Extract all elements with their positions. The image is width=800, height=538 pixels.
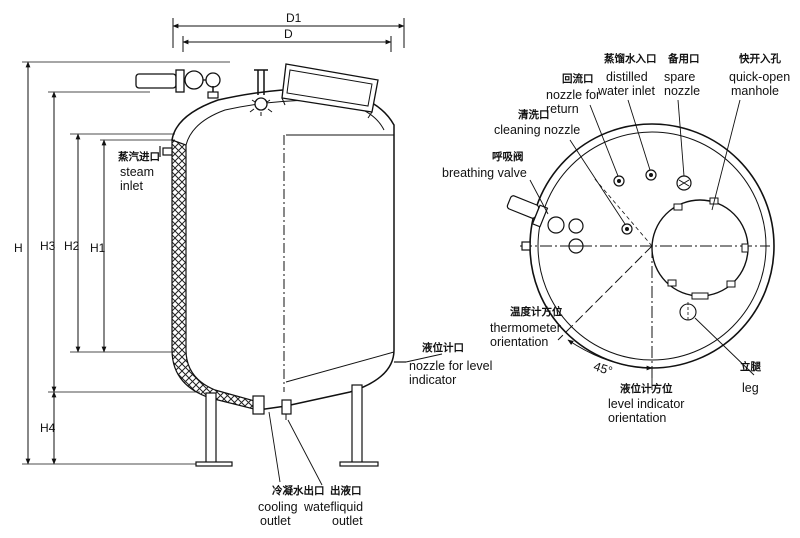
tank-shell [171, 88, 395, 411]
manhole-clamps [667, 197, 749, 300]
liquid-outlet-en-2: outlet [332, 514, 363, 528]
manhole-en-2: manhole [731, 84, 779, 98]
liquid-outlet-en-1: watefliquid [303, 500, 363, 514]
diameter-dimensions [172, 18, 405, 52]
dim-d-label: D [284, 27, 293, 41]
distilled-water-inlet [645, 169, 657, 181]
legs-side [195, 384, 379, 467]
distilled-cn: 蒸馏水入口 [604, 52, 657, 65]
steam-inlet-en-1: steam [120, 165, 154, 179]
thermometer-orientation-line [557, 245, 653, 341]
breathing-valve-side [135, 69, 221, 99]
spare-cn: 备用口 [667, 52, 700, 65]
level-orient-en-1: level indicator [608, 397, 684, 411]
bottom-outlets [252, 395, 292, 420]
cleaning-cn: 清洗口 [518, 108, 550, 121]
dim-h-label: H [14, 241, 23, 255]
breathing-cn: 呼吸阀 [492, 150, 524, 163]
steam-inlet-cn: 蒸汽进口 [118, 150, 160, 163]
top-view [506, 99, 775, 390]
thermo-en-1: thermometer [490, 321, 561, 335]
thermo-cn: 温度计方位 [510, 305, 563, 318]
cooling-outlet-en-2: outlet [260, 514, 291, 528]
spare-en-1: spare [664, 70, 695, 84]
insulation-jacket [171, 139, 259, 411]
level-nozzle-en-2: indicator [409, 373, 456, 387]
angle-arc [567, 339, 653, 371]
level-nozzle-en-1: nozzle for level [409, 359, 492, 373]
return-en-1: nozzle for [546, 88, 600, 102]
steam-inlet-en-2: inlet [120, 179, 143, 193]
side-view: D1 D H H3 H2 H1 H4 [14, 11, 443, 486]
return-nozzle [613, 175, 625, 187]
dim-h2-label: H2 [64, 239, 80, 253]
dim-h1-label: H1 [90, 241, 106, 255]
leg-en: leg [742, 381, 759, 395]
steam-inlet-nozzle [159, 146, 173, 157]
dim-h3-label: H3 [40, 239, 56, 253]
spray-ball-side [249, 69, 273, 116]
level-orient-en-2: orientation [608, 411, 666, 425]
manhole-side [281, 63, 379, 119]
height-dimensions [22, 61, 230, 465]
level-orient-cn: 液位计方位 [620, 382, 673, 395]
dim-d1-label: D1 [286, 11, 302, 25]
distilled-en-1: distilled [606, 70, 648, 84]
thermo-en-2: orientation [490, 335, 548, 349]
cooling-outlet-cn: 冷凝水出口 [272, 484, 325, 497]
angle-label: 45° [592, 359, 614, 378]
cooling-outlet-en-1: cooling [258, 500, 298, 514]
manhole-cn: 快开入孔 [738, 52, 781, 65]
return-en-2: return [546, 102, 579, 116]
liquid-outlet-cn: 出液口 [330, 484, 362, 497]
leg-cn: 立腿 [740, 360, 761, 373]
breathing-valve-top [506, 195, 584, 254]
return-cn: 回流口 [562, 72, 594, 85]
radial-line [593, 177, 653, 247]
cleaning-en: cleaning nozzle [494, 123, 580, 137]
distilled-en-2: water inlet [597, 84, 655, 98]
breathing-en: breathing valve [442, 166, 527, 180]
level-nozzle-cn: 液位计口 [422, 341, 464, 354]
steam-inlet-top [521, 241, 531, 251]
spare-en-2: nozzle [664, 84, 700, 98]
cleaning-nozzle [621, 223, 633, 235]
manhole-en-1: quick-open [729, 70, 790, 84]
dim-h4-label: H4 [40, 421, 56, 435]
